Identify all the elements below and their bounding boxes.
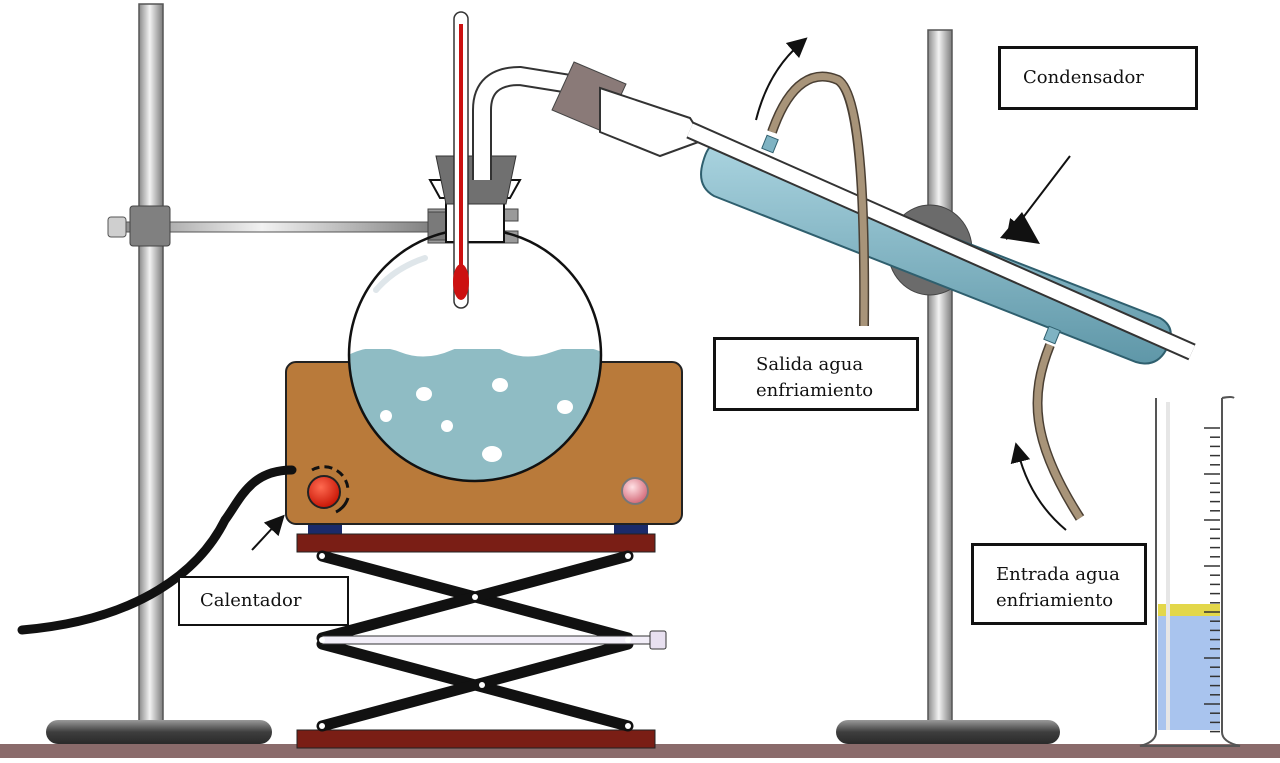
outlet-label: Salida agua enfriamiento [713,337,919,411]
condenser-label: Condensador [998,46,1198,110]
inlet-label: Entrada agua enfriamiento [971,543,1147,625]
lab-jack [296,533,667,749]
outlet-label-line2: enfriamiento [756,380,874,401]
knob-icon[interactable] [307,475,341,509]
heater-label-text: Calentador [200,590,302,611]
round-bottom-flask [347,155,603,483]
condenser [686,121,1196,365]
inlet-label-line2: enfriamiento [996,590,1114,611]
condenser-label-text: Condensador [1023,67,1144,88]
thermometer [453,11,469,309]
inlet-label-line1: Entrada agua [996,564,1120,585]
graduated-cylinder [1139,396,1241,747]
indicator-light-icon [621,477,649,505]
outlet-label-line1: Salida agua [756,354,864,375]
distillation-head [472,61,706,180]
heater-label: Calentador [178,576,349,626]
power-cable [17,465,297,635]
left-stand [46,3,272,744]
